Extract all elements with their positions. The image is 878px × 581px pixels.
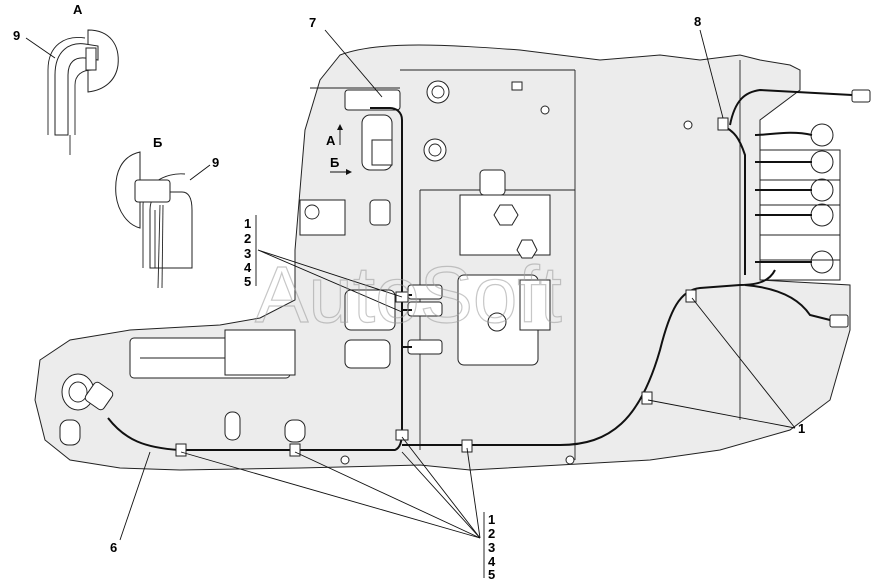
port-circle — [431, 85, 445, 99]
hex-nut — [516, 239, 538, 259]
view-a-label: А — [73, 2, 83, 17]
harness-clamp — [685, 289, 697, 303]
harness-branch-right — [402, 269, 776, 446]
sensor-body — [371, 139, 393, 166]
view-b-label: Б — [153, 135, 162, 150]
harness-clamp — [641, 391, 653, 405]
solenoid-coil — [810, 178, 834, 202]
leader-line — [294, 451, 481, 539]
harness-main-run — [107, 107, 403, 451]
valve-block — [519, 279, 551, 331]
harness-clamp — [395, 429, 409, 441]
floor-slot — [284, 419, 306, 443]
leader-line — [257, 249, 403, 298]
leader-line — [401, 436, 481, 539]
callout-8: 8 — [694, 14, 701, 29]
svg-text:4: 4 — [244, 260, 252, 275]
svg-text:2: 2 — [488, 526, 495, 541]
svg-text:4: 4 — [488, 554, 496, 569]
housing-boss — [344, 89, 401, 111]
detail-view-b — [115, 151, 193, 289]
bolt — [304, 204, 320, 220]
leader-line — [647, 399, 796, 429]
arrow-b-label: Б — [330, 155, 339, 170]
leader-line — [401, 451, 481, 539]
solenoid-connector — [407, 339, 443, 355]
svg-text:1: 1 — [244, 216, 251, 231]
gearbox-block — [224, 329, 296, 376]
harness-clamp — [175, 443, 187, 457]
callout-9-b: 9 — [212, 155, 219, 170]
svg-text:5: 5 — [244, 274, 251, 289]
main-connector — [61, 373, 114, 411]
harness-upper-right-top — [729, 88, 853, 126]
port-circle — [428, 143, 442, 157]
sensor-body — [344, 289, 396, 331]
svg-text:3: 3 — [488, 540, 495, 555]
solenoid-coil — [810, 123, 834, 147]
watermark-text: AutoSoft — [255, 250, 562, 339]
callout-1: 1 — [798, 421, 805, 436]
callout-stack-upper: 1 2 3 4 5 — [244, 216, 252, 289]
harness-clamp — [717, 117, 729, 131]
solenoid-coil — [810, 203, 834, 227]
view-arrow-a — [337, 124, 343, 145]
floor-slot — [59, 419, 81, 446]
leader-line — [691, 297, 796, 429]
leader-line — [466, 447, 481, 539]
bolt — [565, 455, 575, 465]
leader-line — [180, 451, 481, 539]
harness-branch-right-lower — [744, 284, 831, 321]
hex-nut — [493, 204, 519, 226]
leader-line — [324, 29, 383, 98]
bolt — [340, 455, 350, 465]
callout-stack-lower: 1 2 3 4 5 — [488, 512, 496, 581]
solenoid-coil — [810, 150, 834, 174]
leader-line — [119, 451, 151, 541]
port-circle — [487, 312, 507, 332]
floor-slot — [224, 411, 241, 441]
port-circle — [423, 138, 447, 162]
detail-view-a — [47, 29, 119, 155]
valve-cap — [479, 169, 506, 196]
bolt — [540, 105, 550, 115]
view-arrow-b — [330, 169, 352, 175]
svg-text:5: 5 — [488, 567, 495, 581]
leader-line — [699, 29, 724, 119]
svg-text:2: 2 — [244, 231, 251, 246]
callout-7: 7 — [309, 15, 316, 30]
arrow-a-label: А — [326, 133, 336, 148]
sensor-body — [369, 199, 391, 226]
leader-line — [25, 37, 56, 59]
sensor-body — [344, 339, 391, 369]
solenoid-coil — [810, 250, 834, 274]
leader-line — [189, 164, 211, 181]
callout-9-a: 9 — [13, 28, 20, 43]
gearbox-block — [299, 199, 346, 236]
plug-connector — [829, 314, 849, 328]
plug-connector — [851, 89, 871, 103]
bolt — [683, 120, 693, 130]
port-circle — [426, 80, 450, 104]
harness-clamp — [461, 439, 473, 453]
harness-clamp — [289, 443, 301, 457]
svg-text:3: 3 — [244, 246, 251, 261]
harness-right-tails — [754, 131, 813, 263]
svg-text:1: 1 — [488, 512, 495, 527]
callout-6: 6 — [110, 540, 117, 555]
bolt — [511, 81, 523, 91]
leader-line — [257, 249, 403, 313]
